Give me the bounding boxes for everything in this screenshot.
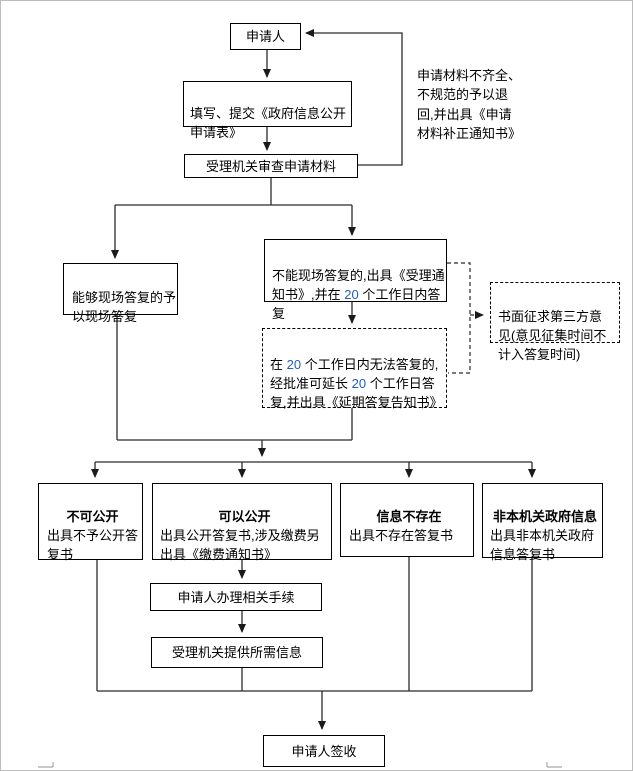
node-info-not-exist-title: 信息不存在 <box>376 509 442 524</box>
node-fill-form-label: 填写、提交《政府信息公开 申请表》 <box>190 106 347 140</box>
node-delay-days-2: 20 <box>351 376 367 391</box>
node-delay-text-2: 个工作日内无法答复的, 经批准可延长 <box>270 357 439 391</box>
note-return-materials-label: 申请材料不齐全、 不规范的予以退 回,并出具《申请 材料补正通知书》 <box>417 67 522 142</box>
node-cannot-days: 20 <box>344 287 359 302</box>
node-applicant-procedure-label: 申请人办理相关手续 <box>177 589 295 605</box>
connector-split-trunk <box>115 178 352 206</box>
node-provide-info: 受理机关提供所需信息 <box>151 637 323 668</box>
node-applicant: 申请人 <box>230 23 301 50</box>
node-other-org-info-body: 出具非本机关政府 信息答复书 <box>490 528 595 562</box>
node-third-party-consult-label: 书面征求第三方意 见(意见征集时间不 计入答复时间) <box>498 309 607 362</box>
connector-review-return-loop <box>305 29 403 166</box>
node-no-disclose-body: 出具不予公开答 复书 <box>47 528 139 562</box>
node-review-materials-label: 受理机关审查申请材料 <box>205 158 336 174</box>
page-corner-mark-right <box>546 762 562 768</box>
node-can-disclose-body: 出具公开答复书,涉及缴费另 出具《缴费通知书》 <box>160 528 320 562</box>
node-delay-reply: 在 20 个工作日内无法答复的, 经批准可延长 20 个工作日答 复,并出具《延… <box>262 328 447 410</box>
node-delay-days-1: 20 <box>286 357 302 372</box>
node-info-not-exist-body: 出具不存在答复书 <box>349 528 454 543</box>
node-cannot-onsite-reply: 不能现场答复的,出具《受理通 知书》,并在 20 个工作日内答复 <box>264 239 447 321</box>
node-applicant-procedure: 申请人办理相关手续 <box>150 583 322 611</box>
node-can-disclose-title: 可以公开 <box>218 509 271 524</box>
node-other-org-info: 非本机关政府信息出具非本机关政府 信息答复书 <box>482 483 603 562</box>
node-cannot-text-1: 不能现场答复的,出具《受理通 知书》,并在 <box>272 268 445 302</box>
node-applicant-label: 申请人 <box>245 29 285 44</box>
node-no-disclose: 不可公开出具不予公开答 复书 <box>38 483 143 562</box>
node-delay-text-1: 在 <box>270 357 287 372</box>
node-info-not-exist: 信息不存在出具不存在答复书 <box>340 483 474 557</box>
node-can-disclose: 可以公开出具公开答复书,涉及缴费另 出具《缴费通知书》 <box>152 483 332 562</box>
note-return-materials: 申请材料不齐全、 不规范的予以退 回,并出具《申请 材料补正通知书》 <box>417 46 573 144</box>
connector-bottom-merge <box>96 557 533 692</box>
node-fill-form: 填写、提交《政府信息公开 申请表》 <box>183 81 352 140</box>
node-other-org-info-title: 非本机关政府信息 <box>492 509 597 524</box>
node-delay-text-3: 个工作日答 复,并出具《延期答复告知书》 <box>270 376 443 410</box>
page-corner-mark-left <box>38 762 54 768</box>
node-provide-info-label: 受理机关提供所需信息 <box>171 645 302 660</box>
node-cannot-text-2: 个工作日内答复 <box>272 287 441 321</box>
node-applicant-sign: 申请人签收 <box>263 735 385 767</box>
node-onsite-reply: 能够现场答复的予 以现场答复 <box>63 263 178 324</box>
node-onsite-reply-label: 能够现场答复的予 以现场答复 <box>72 290 177 324</box>
node-review-materials: 受理机关审查申请材料 <box>184 154 358 178</box>
node-no-disclose-title: 不可公开 <box>66 509 119 524</box>
node-applicant-sign-label: 申请人签收 <box>291 743 357 759</box>
connector-dashed-consult-loop <box>447 262 471 374</box>
node-third-party-consult: 书面征求第三方意 见(意见征集时间不 计入答复时间) <box>490 282 620 362</box>
